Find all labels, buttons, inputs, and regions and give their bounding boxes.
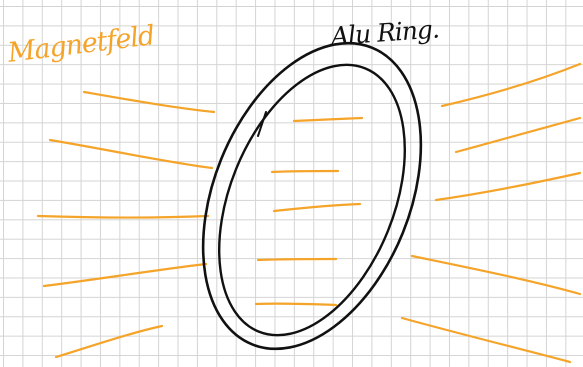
field-line xyxy=(56,326,162,357)
field-line xyxy=(256,304,336,305)
field-line xyxy=(274,204,360,211)
field-line xyxy=(272,171,338,172)
field-line xyxy=(456,118,580,152)
field-line xyxy=(294,118,362,121)
aluminium-ring-label: Alu Ring. xyxy=(330,16,439,48)
aluminium-ring xyxy=(161,11,463,367)
field-lines-right xyxy=(402,64,580,362)
field-line xyxy=(258,259,336,260)
field-line xyxy=(442,64,580,106)
field-lines-left xyxy=(38,92,214,357)
field-lines-inside xyxy=(256,118,362,305)
field-line xyxy=(44,264,206,286)
ring-inner-edge xyxy=(183,38,441,363)
ring-outer-edge xyxy=(161,11,463,367)
field-line xyxy=(38,216,208,218)
field-line xyxy=(412,256,580,294)
field-line xyxy=(50,140,212,168)
field-line xyxy=(402,318,570,362)
field-line xyxy=(436,173,580,200)
field-line xyxy=(84,92,214,112)
